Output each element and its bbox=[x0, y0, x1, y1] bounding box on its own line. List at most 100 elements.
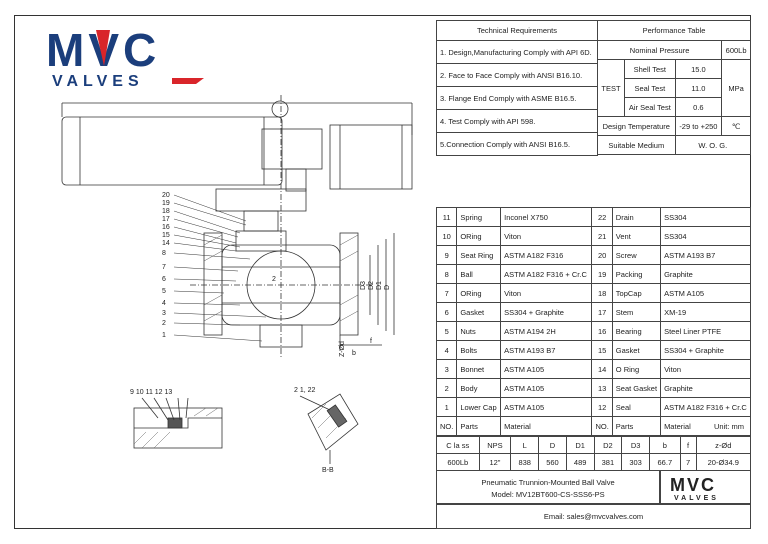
part-no: 9 bbox=[435, 245, 458, 265]
part-material: ASTM A193 B7 bbox=[660, 245, 751, 265]
dim-label: b bbox=[352, 350, 356, 357]
dim-header: f bbox=[679, 436, 697, 454]
contact-email: Email: sales@mvcvalves.com bbox=[543, 512, 644, 521]
part-no: 10 bbox=[435, 226, 458, 246]
perf-nominal-label: Nominal Pressure bbox=[596, 40, 723, 60]
small-logo-sub: VALVES bbox=[674, 495, 719, 502]
dim-header: D2 bbox=[593, 436, 623, 454]
logo-sub: VALVES bbox=[52, 73, 144, 90]
part-material: ASTM A105 bbox=[500, 359, 593, 379]
part-material: ASTM A182 F316 + Cr.C bbox=[500, 264, 593, 284]
unit-row: Unit: mm bbox=[436, 416, 751, 436]
part-no: 21 bbox=[591, 226, 613, 246]
unit-label: Unit: mm bbox=[714, 422, 744, 431]
callout-number: 20 bbox=[162, 192, 170, 199]
dim-value: 303 bbox=[621, 453, 650, 471]
seat-detail-drawing: 9 10 11 12 13 bbox=[130, 389, 223, 449]
callout-number: 17 bbox=[162, 216, 170, 223]
perf-title: Performance Table bbox=[597, 20, 751, 41]
dim-value: 66.7 bbox=[648, 453, 681, 471]
contact-row: Email: sales@mvcvalves.com bbox=[436, 504, 751, 529]
perf-unit: MPa bbox=[721, 59, 751, 117]
dim-value: 489 bbox=[565, 453, 595, 471]
part-name: Bolts bbox=[456, 340, 502, 360]
dim-header: D3 bbox=[621, 436, 650, 454]
part-material: ASTM A105 bbox=[500, 397, 593, 417]
part-name: Lower Cap bbox=[456, 397, 502, 417]
callout-number: 7 bbox=[162, 264, 166, 271]
part-name: Drain bbox=[611, 207, 662, 227]
perf-air-label: Air Seal Test bbox=[624, 97, 676, 117]
callout-number: 1 bbox=[162, 332, 166, 339]
dim-header: D bbox=[538, 436, 567, 454]
part-no: 1 bbox=[435, 397, 458, 417]
logo-red-accent bbox=[96, 30, 110, 66]
part-name: ORing bbox=[456, 283, 502, 303]
part-no: 14 bbox=[591, 359, 613, 379]
dim-label: f bbox=[370, 338, 372, 345]
part-no: 3 bbox=[435, 359, 458, 379]
valve-model: Model: MV12BT600-CS-SSS6-PS bbox=[491, 490, 605, 499]
callout-number: 6 bbox=[162, 276, 166, 283]
part-no: 18 bbox=[591, 283, 613, 303]
perf-shell-value: 15.0 bbox=[674, 59, 723, 79]
perf-test-label: TEST bbox=[596, 59, 626, 117]
dim-value: 12" bbox=[478, 453, 512, 471]
part-no: 22 bbox=[591, 207, 613, 227]
tech-item: 1. Design,Manufacturing Comply with API … bbox=[436, 40, 598, 64]
actuator-cylinder bbox=[61, 116, 283, 186]
part-material: ASTM A105 bbox=[660, 283, 751, 303]
part-name: Nuts bbox=[456, 321, 502, 341]
part-material: ASTM A193 B7 bbox=[500, 340, 593, 360]
dim-header: NPS bbox=[478, 436, 512, 454]
perf-air-value: 0.6 bbox=[674, 97, 723, 117]
part-material: Viton bbox=[500, 283, 593, 303]
dim-value: 381 bbox=[593, 453, 623, 471]
part-no: 5 bbox=[435, 321, 458, 341]
dim-value: 838 bbox=[510, 453, 540, 471]
dim-value: 560 bbox=[538, 453, 567, 471]
tech-item: 3. Flange End Comply with ASME B16.5. bbox=[436, 86, 598, 110]
dim-label: D3 bbox=[360, 281, 367, 290]
mvc-logo: MVC VALVES bbox=[44, 24, 234, 92]
part-name: Screw bbox=[611, 245, 662, 265]
part-material: ASTM A194 2H bbox=[500, 321, 593, 341]
part-material: Material bbox=[660, 416, 751, 436]
part-no: 17 bbox=[591, 302, 613, 322]
dim-header: L bbox=[510, 436, 540, 454]
dim-header: C la ss bbox=[436, 436, 480, 454]
part-no: 7 bbox=[435, 283, 458, 303]
part-name: Body bbox=[456, 378, 502, 398]
perf-shell-label: Shell Test bbox=[624, 59, 676, 79]
perf-seal-value: 11.0 bbox=[674, 78, 723, 98]
part-name: Seal bbox=[611, 397, 662, 417]
dim-label: 2 bbox=[272, 276, 276, 283]
callout-number: 14 bbox=[162, 240, 170, 247]
part-no: 8 bbox=[435, 264, 458, 284]
callout-number: 2 bbox=[162, 320, 166, 327]
lower-cap bbox=[259, 324, 303, 348]
top-bonnet bbox=[235, 230, 287, 252]
callout-leaders bbox=[173, 194, 267, 342]
part-name: Stem bbox=[611, 302, 662, 322]
part-material: SS304 bbox=[660, 226, 751, 246]
dim-header: D1 bbox=[565, 436, 595, 454]
perf-temp-value: -29 to +250 bbox=[674, 116, 723, 136]
section-bb-drawing: 2 1, 22 B-B bbox=[294, 387, 359, 474]
dim-header: b bbox=[648, 436, 681, 454]
callout-number: 16 bbox=[162, 224, 170, 231]
part-name: TopCap bbox=[611, 283, 662, 303]
part-no: 16 bbox=[591, 321, 613, 341]
part-name: Bearing bbox=[611, 321, 662, 341]
small-logo-graphic: MVC VALVES bbox=[670, 475, 719, 502]
part-no: 12 bbox=[591, 397, 613, 417]
perf-nominal-value: 600Lb bbox=[721, 40, 751, 60]
